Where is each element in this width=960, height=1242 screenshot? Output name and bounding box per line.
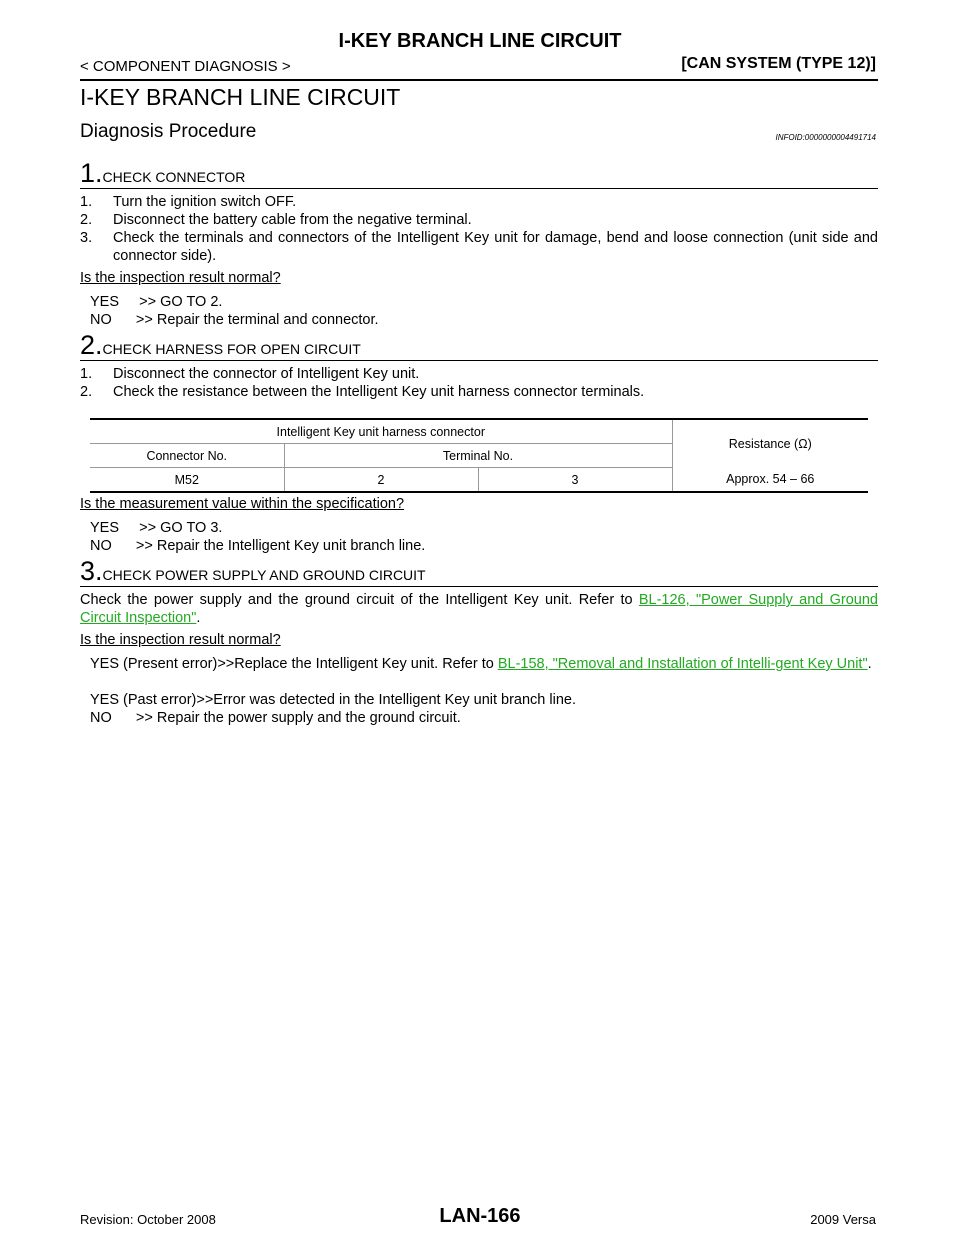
list-item: 2.Check the resistance between the Intel… xyxy=(80,384,645,400)
info-id: INFOID:0000000004491714 xyxy=(775,133,876,142)
list-item: 1.Disconnect the connector of Intelligen… xyxy=(80,366,420,382)
table-row: M52 2 3 Approx. 54 – 66 xyxy=(90,467,868,493)
step-divider xyxy=(80,586,878,587)
table-cell-connector: M52 xyxy=(90,467,285,493)
step-title: CHECK CONNECTOR xyxy=(102,169,246,185)
footer-model: 2009 Versa xyxy=(810,1212,876,1227)
reference-link-bl-158[interactable]: BL-158, "Removal and Installation of Int… xyxy=(497,656,868,672)
table-cell-terminal-2: 3 xyxy=(478,467,673,493)
step-title: CHECK HARNESS FOR OPEN CIRCUIT xyxy=(102,341,361,357)
header-system-label: [CAN SYSTEM (TYPE 12)] xyxy=(681,55,876,72)
no-answer: NO >> Repair the power supply and the gr… xyxy=(90,710,461,726)
measurement-question: Is the measurement value within the spec… xyxy=(80,496,405,512)
step-number: 3. xyxy=(80,556,103,586)
step-divider xyxy=(80,188,878,189)
section-title: Diagnosis Procedure xyxy=(80,121,257,142)
list-item: 1.Turn the ignition switch OFF. xyxy=(80,194,297,210)
step-3-heading: 3.CHECK POWER SUPPLY AND GROUND CIRCUIT xyxy=(80,558,426,585)
reference-link-bl-126[interactable]: BL-126, "Power Supply and Ground Circuit… xyxy=(80,592,879,626)
list-item: 3.Check the terminals and connectors of … xyxy=(80,230,878,264)
yes-answer: YES >> GO TO 3. xyxy=(90,520,223,536)
table-terminal-header: Terminal No. xyxy=(284,443,673,468)
step-number: 1. xyxy=(80,158,103,188)
inspection-question: Is the inspection result normal? xyxy=(80,270,281,286)
step-1-heading: 1.CHECK CONNECTOR xyxy=(80,160,245,187)
header-section-label: < COMPONENT DIAGNOSIS > xyxy=(80,58,291,75)
header-title: I-KEY BRANCH LINE CIRCUIT xyxy=(338,30,622,52)
yes-present-answer: YES (Present error)>>Replace the Intelli… xyxy=(90,656,872,672)
table-connector-header: Connector No. xyxy=(90,443,285,468)
step-title: CHECK POWER SUPPLY AND GROUND CIRCUIT xyxy=(102,567,426,583)
table-resistance-header: Resistance (Ω) xyxy=(672,418,868,468)
no-answer: NO >> Repair the terminal and connector. xyxy=(90,312,379,328)
footer-page-number: LAN-166 xyxy=(439,1205,521,1227)
step-number: 2. xyxy=(80,330,103,360)
page-title: I-KEY BRANCH LINE CIRCUIT xyxy=(80,84,401,110)
resistance-spec-table: Intelligent Key unit harness connector R… xyxy=(90,418,868,493)
step-divider xyxy=(80,360,878,361)
no-answer: NO >> Repair the Intelligent Key unit br… xyxy=(90,538,426,554)
step-3-body: Check the power supply and the ground ci… xyxy=(80,592,879,626)
header-divider xyxy=(80,79,878,81)
inspection-question: Is the inspection result normal? xyxy=(80,632,281,648)
list-item: 2.Disconnect the battery cable from the … xyxy=(80,212,472,228)
table-cell-terminal-1: 2 xyxy=(284,467,479,493)
table-cell-resistance: Approx. 54 – 66 xyxy=(672,467,868,493)
footer-revision: Revision: October 2008 xyxy=(80,1212,216,1227)
yes-answer: YES >> GO TO 2. xyxy=(90,294,223,310)
step-2-heading: 2.CHECK HARNESS FOR OPEN CIRCUIT xyxy=(80,332,361,359)
table-group-header: Intelligent Key unit harness connector xyxy=(90,418,673,444)
yes-past-answer: YES (Past error)>>Error was detected in … xyxy=(90,692,576,708)
